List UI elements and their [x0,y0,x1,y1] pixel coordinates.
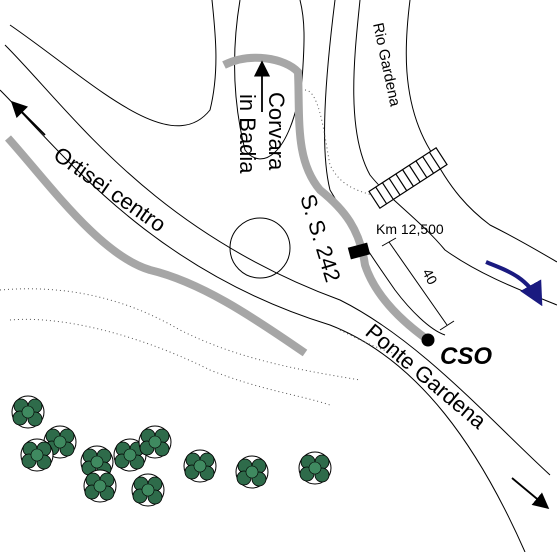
arrow-left-icon [10,100,46,136]
river-flow-arrow-icon [485,260,543,307]
road-ss242-highlight [222,53,431,344]
distance-measure [381,237,455,331]
roundabout-icon [229,217,291,279]
main-road-outline [0,44,551,552]
label-cso: CSO [440,343,492,370]
tree-cluster-icon [11,395,332,507]
road-ortisei-highlight [5,135,308,357]
field-boundaries [0,89,401,406]
arrow-down-right-icon [511,477,550,510]
river-banks [353,0,557,306]
bridge-icon [368,146,448,210]
cso-point-marker [421,333,435,347]
label-rio-gardena: Rio Gardena [369,21,403,108]
label-km: Km 12,500 [376,221,444,237]
station-marker-icon [347,242,371,260]
label-corvara-line2: in Badia [235,94,260,174]
label-corvara-line1: Corvara [264,92,289,171]
label-distance: 40 [419,266,441,287]
